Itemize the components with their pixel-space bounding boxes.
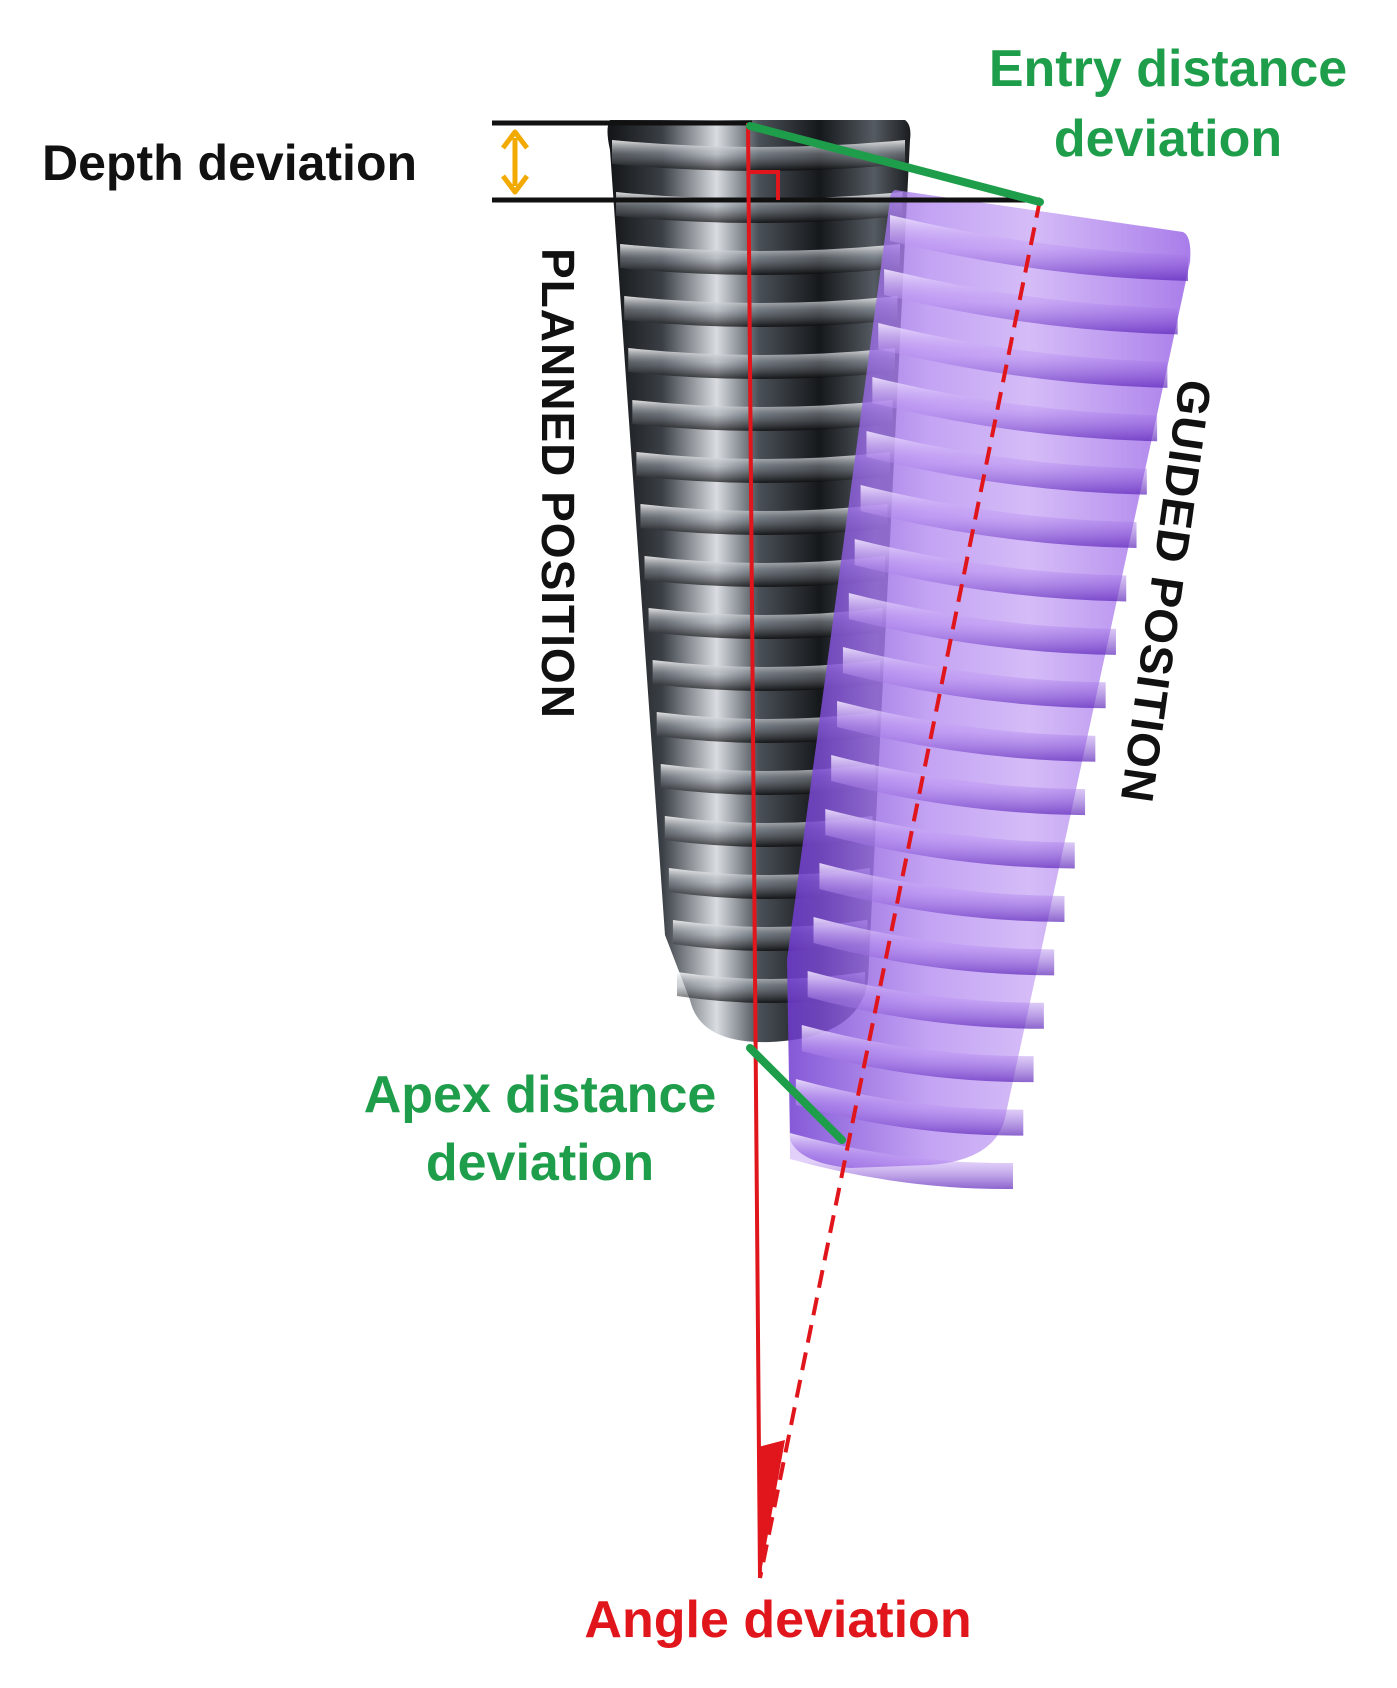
- entry-label-line2: deviation: [1054, 110, 1282, 168]
- thread-ridge: [644, 556, 885, 587]
- planned-implant-threads: [612, 140, 905, 1003]
- apex-label-line2: deviation: [426, 1134, 654, 1192]
- thread-ridge: [878, 323, 1168, 388]
- thread-ridge: [628, 348, 895, 379]
- thread-ridge: [848, 593, 1116, 655]
- thread-ridge: [854, 539, 1127, 602]
- apex-distance-line: [746, 1044, 846, 1144]
- thread-ridge: [831, 755, 1086, 816]
- thread-ridge: [842, 647, 1106, 709]
- thread-ridge: [866, 431, 1147, 495]
- planned-position-label: PLANNED POSITION: [532, 248, 584, 719]
- planned-implant: [607, 120, 911, 1043]
- right-angle-marker: [750, 170, 780, 200]
- planned-axis-line: [746, 122, 762, 1579]
- thread-ridge: [620, 244, 900, 275]
- thread-ridge: [632, 400, 893, 431]
- thread-ridge: [884, 269, 1178, 335]
- thread-ridge: [872, 377, 1158, 442]
- entry-label-line1: Entry distance: [989, 40, 1347, 98]
- thread-ridge: [640, 504, 888, 535]
- thread-ridge: [636, 452, 890, 483]
- thread-ridge: [813, 917, 1055, 976]
- thread-ridge: [624, 296, 898, 327]
- thread-ridge: [860, 485, 1137, 549]
- depth-deviation-arrow: [501, 129, 529, 195]
- angle-label: Angle deviation: [584, 1591, 971, 1649]
- thread-ridge: [837, 701, 1096, 762]
- depth-label: Depth deviation: [42, 135, 417, 191]
- apex-label-line1: Apex distance: [364, 1066, 717, 1124]
- thread-ridge: [890, 215, 1188, 281]
- guided-implant-threads: [790, 215, 1188, 1190]
- thread-ridge: [652, 660, 880, 691]
- guided-implant: [787, 190, 1191, 1190]
- thread-ridge: [648, 608, 883, 639]
- thread-ridge: [825, 809, 1075, 869]
- guided-axis-line: [758, 199, 1042, 1579]
- thread-ridge: [819, 863, 1065, 922]
- thread-ridge: [807, 971, 1044, 1029]
- entry-distance-line: [746, 122, 1044, 206]
- thread-ridge: [801, 1025, 1034, 1083]
- angle-deviation-wedge: [758, 1440, 785, 1578]
- thread-ridge: [795, 1079, 1024, 1136]
